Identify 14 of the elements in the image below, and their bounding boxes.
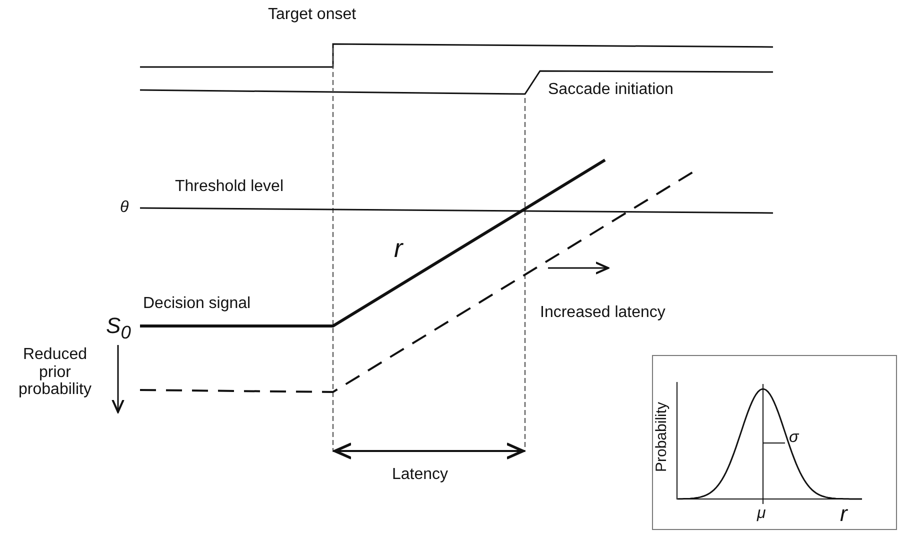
latency-label: Latency [392,466,448,484]
start-level-symbol: S$_{0}$ [106,314,131,343]
signal-label: Decision signal [143,295,251,313]
effect-label: Reduced prior probability [18,346,92,399]
rate-symbol: r [394,234,403,263]
mu-symbol: μ [757,505,766,523]
theta-symbol: θ [120,199,129,217]
axis-label: Probability [654,402,670,472]
sigma-symbol: σ [789,429,799,447]
threshold-label: Threshold level [175,178,284,196]
effect-label: Increased latency [540,304,666,322]
event-label: Saccade initiation [548,81,674,99]
event-label: Target onset [268,6,356,24]
axis-label: r [840,502,848,526]
